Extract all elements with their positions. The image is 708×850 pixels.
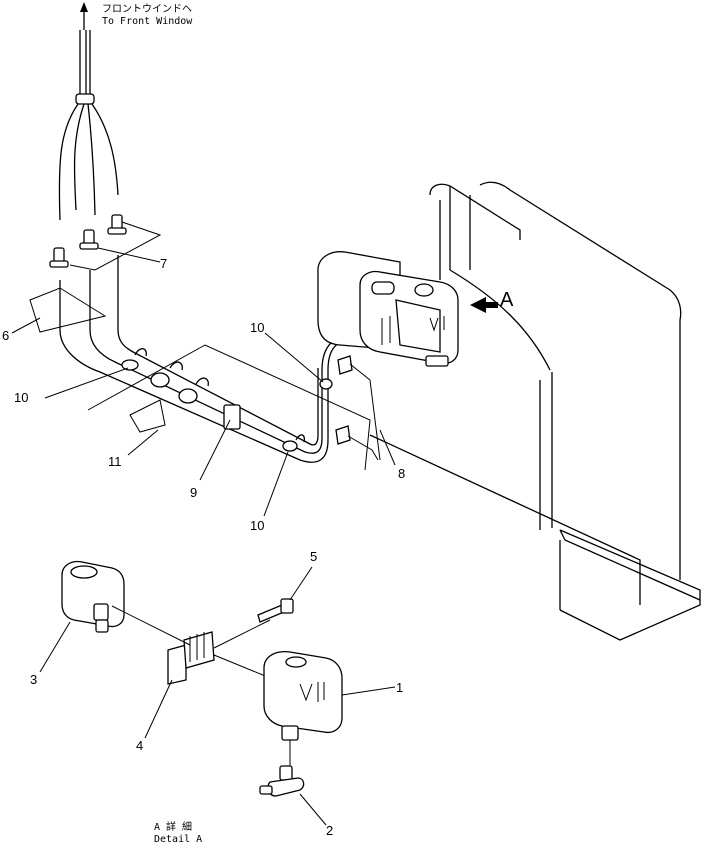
callout-10-bottom: 10 bbox=[250, 518, 264, 533]
detail-tank-1 bbox=[263, 650, 343, 768]
detail-label-japanese: A 詳 細 bbox=[154, 820, 192, 833]
note-japanese: フロントウインドへ bbox=[102, 3, 192, 15]
callout-8: 8 bbox=[398, 466, 405, 481]
callout-6: 6 bbox=[2, 328, 9, 343]
callout-11: 11 bbox=[108, 454, 122, 469]
detail-bracket-4 bbox=[111, 605, 276, 685]
floor-plate-outline bbox=[87, 344, 371, 471]
detail-bolt-5 bbox=[257, 598, 294, 623]
callout-9: 9 bbox=[190, 485, 197, 500]
view-arrow-icon bbox=[470, 297, 498, 313]
callout-1: 1 bbox=[396, 680, 403, 695]
clamp-bracket-9 bbox=[223, 404, 241, 430]
callout-numbers: 1 2 3 4 5 6 7 8 9 10 10 10 11 bbox=[2, 256, 405, 838]
detail-tank-3 bbox=[61, 560, 125, 633]
hose-clamps bbox=[121, 348, 333, 452]
leader-lines bbox=[11, 317, 396, 826]
callout-2: 2 bbox=[326, 823, 333, 838]
hose-clip-upper bbox=[75, 93, 95, 105]
callout-7: 7 bbox=[160, 256, 167, 271]
callout-10-right: 10 bbox=[250, 320, 264, 335]
arrow-head-icon bbox=[80, 2, 88, 12]
callout-5: 5 bbox=[310, 549, 317, 564]
leader-box-6 bbox=[29, 287, 107, 333]
joint-nozzles-7 bbox=[49, 214, 162, 271]
cab-structure bbox=[369, 181, 701, 641]
detail-label-english: Detail A bbox=[154, 834, 202, 845]
callout-3: 3 bbox=[30, 672, 37, 687]
callout-10-left: 10 bbox=[14, 390, 28, 405]
joint-connectors-8 bbox=[335, 355, 381, 461]
detail-fitting-2 bbox=[259, 765, 305, 797]
tank-assembly-installed bbox=[317, 251, 459, 367]
leader-box-11 bbox=[129, 399, 166, 433]
note-english: To Front Window bbox=[102, 16, 193, 27]
view-label-a: A bbox=[500, 289, 514, 311]
tank-cap bbox=[414, 283, 434, 297]
upper-hose-bundle bbox=[58, 30, 119, 221]
detail-a-label: A 詳 細 Detail A bbox=[154, 820, 202, 845]
callout-4: 4 bbox=[136, 738, 143, 753]
hose-bundle-main bbox=[29, 255, 361, 463]
front-window-note: フロントウインドへ To Front Window bbox=[80, 2, 193, 30]
view-a-marker: A bbox=[470, 289, 514, 313]
